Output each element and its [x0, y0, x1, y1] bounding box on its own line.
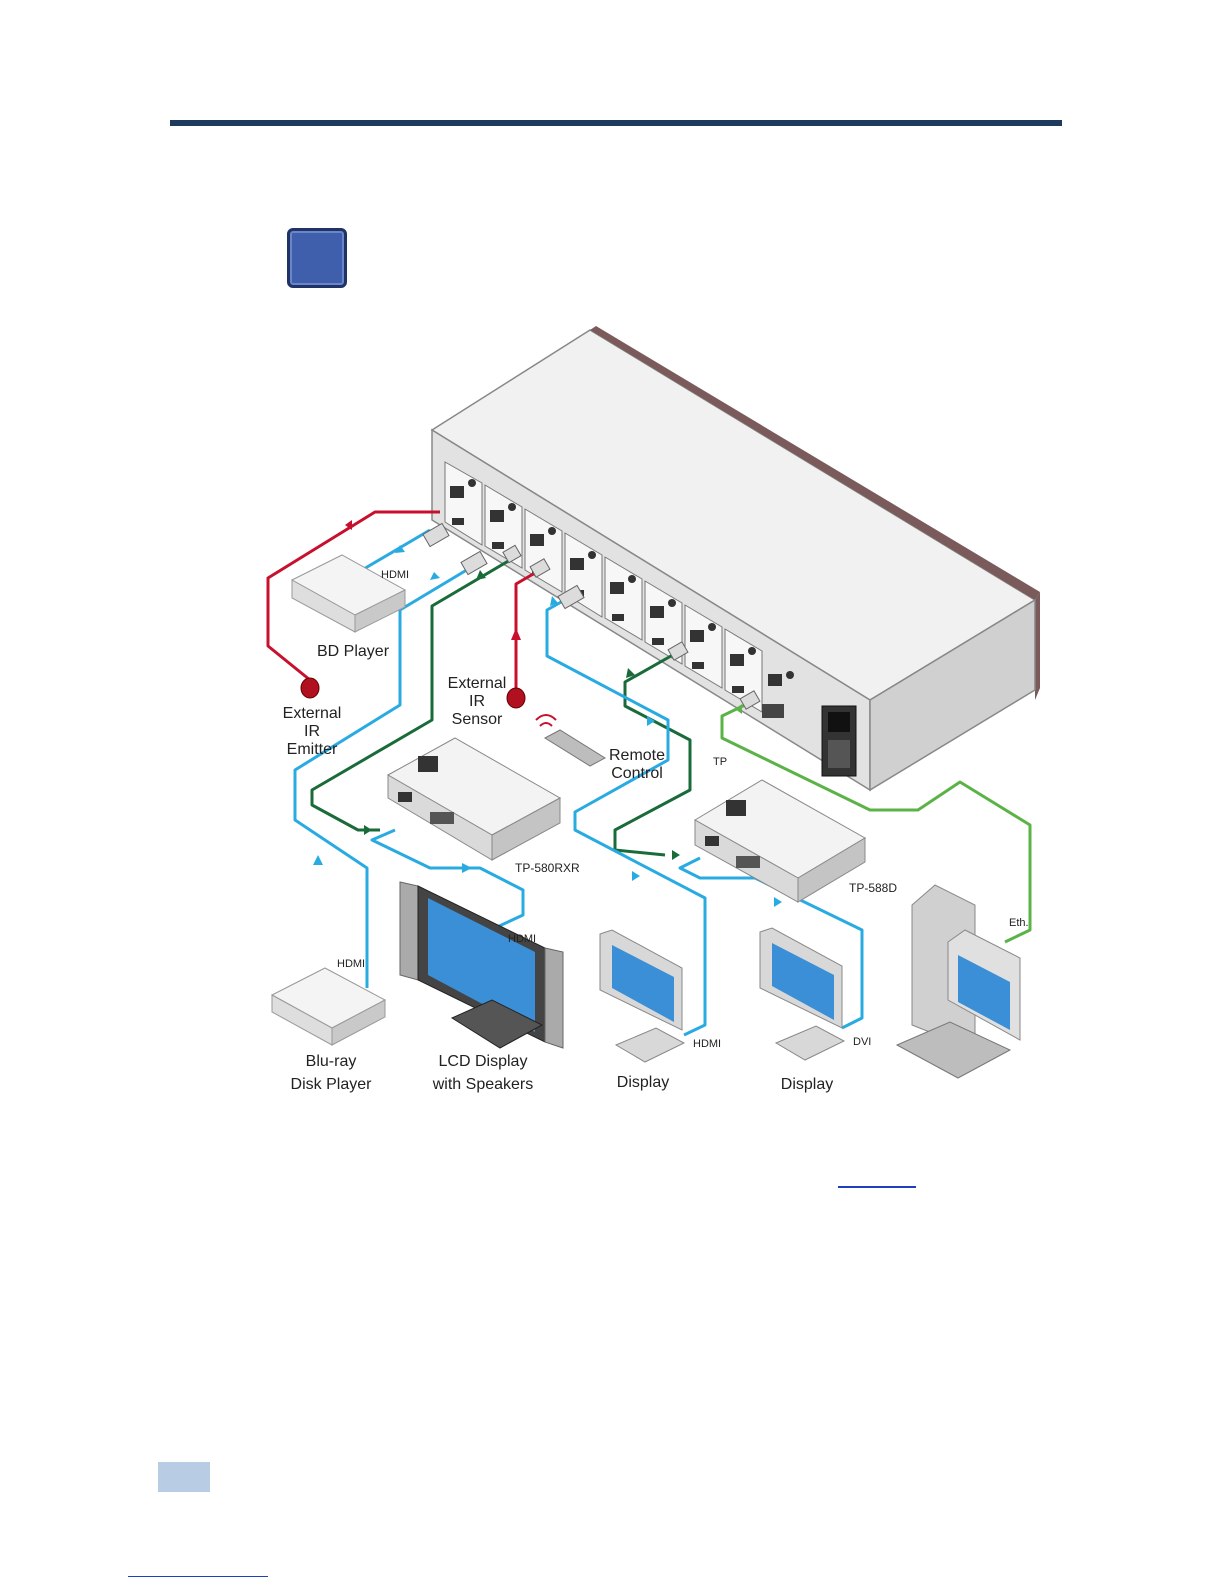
bd-player	[292, 555, 405, 632]
ir-sensor	[507, 688, 525, 708]
label-lcd-2: with Speakers	[432, 1076, 534, 1093]
label-display-1: Display	[617, 1074, 669, 1091]
label-tp: TP	[713, 756, 727, 768]
label-ext-ir-emitter-3: Emitter	[287, 741, 338, 758]
label-ext-ir-emitter-2: IR	[304, 723, 320, 740]
label-remote-1: Remote	[609, 747, 665, 764]
label-ext-ir-sensor-3: Sensor	[452, 711, 503, 728]
pc-workstation	[897, 885, 1020, 1078]
label-bd-player: BD Player	[317, 643, 390, 660]
label-dvi: DVI	[853, 1036, 871, 1048]
label-eth: Eth.	[1009, 917, 1029, 929]
footer-link[interactable]	[128, 1576, 268, 1577]
page-number-marker	[158, 1462, 210, 1492]
label-display-2: Display	[781, 1076, 833, 1093]
label-bluray-1: Blu-ray	[306, 1053, 357, 1070]
label-ext-ir-emitter-1: External	[283, 705, 342, 722]
lcd-display	[400, 882, 563, 1048]
label-remote-2: Control	[611, 765, 663, 782]
tp-588d-box	[695, 780, 865, 902]
matrix-switcher	[432, 326, 1040, 790]
inline-link[interactable]	[838, 1186, 916, 1188]
label-bluray-2: Disk Player	[291, 1076, 373, 1093]
tp-580rxr-box	[388, 738, 560, 860]
label-tp-588d: TP-588D	[849, 881, 897, 895]
label-ext-ir-sensor-2: IR	[469, 693, 485, 710]
label-hdmi-bd: HDMI	[381, 569, 409, 581]
label-tp-580rxr: TP-580RXR	[515, 861, 580, 875]
label-hdmi-display: HDMI	[693, 1038, 721, 1050]
display-hdmi	[600, 930, 684, 1062]
ir-emitter	[301, 678, 319, 698]
label-hdmi-lcd: HDMI	[508, 933, 536, 945]
remote-control	[536, 715, 605, 766]
label-hdmi-bluray: HDMI	[337, 958, 365, 970]
display-dvi	[760, 928, 844, 1060]
label-ext-ir-sensor-1: External	[448, 675, 507, 692]
label-lcd-1: LCD Display	[439, 1053, 528, 1070]
